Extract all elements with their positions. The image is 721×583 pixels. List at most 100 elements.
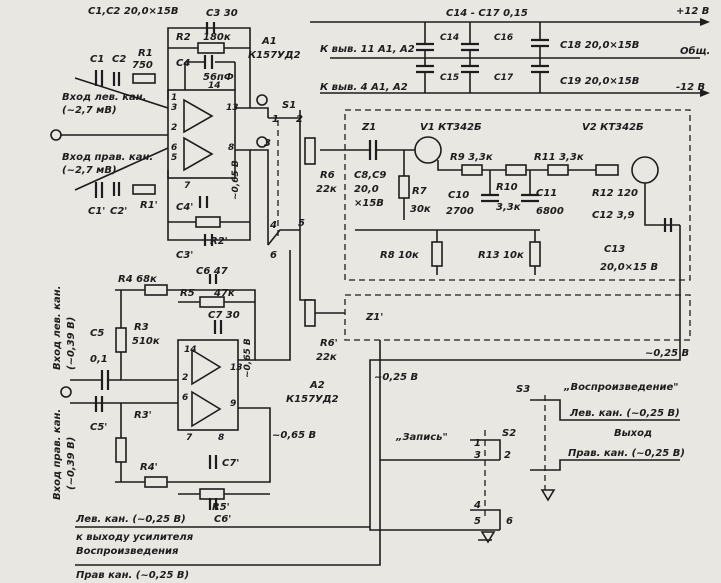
label-c5p: С5' (90, 422, 107, 433)
label-r3: R3 (134, 322, 149, 333)
a1-body (167, 89, 236, 179)
s1-wires (250, 107, 269, 245)
a1-bottom-feedback (167, 149, 251, 241)
label-c6p: С6' (214, 514, 231, 525)
r1-resistor (132, 73, 156, 84)
label-s1: S1 (282, 100, 296, 111)
r6p-resistor (304, 299, 316, 327)
sw-s1-4: 4 (269, 220, 277, 231)
c6-capacitor (208, 274, 218, 284)
in-right-wire (74, 147, 169, 191)
pin-a1-8: 8 (228, 143, 234, 153)
rail-arrow-bottom (700, 89, 710, 97)
rail-arrow-top (700, 18, 710, 26)
label-bottom-1: Лев. кан. (~0,25 В) (75, 514, 186, 525)
pin-a1-6: 6 (171, 143, 177, 153)
label-c1: С1 (90, 54, 104, 65)
pin-a1-3: 3 (171, 103, 177, 113)
bottom-line-right (75, 460, 381, 566)
shunt-wires (489, 170, 531, 195)
label-c6: С6 47 (196, 266, 228, 277)
pin-a1-7: 7 (184, 181, 191, 191)
sw-s1-2: 2 (296, 114, 303, 125)
label-out-right: Прав. кан. (~0,25 В) (568, 448, 685, 459)
r5p-resistor (199, 488, 225, 500)
c6p-capacitor (208, 498, 218, 510)
label-c4-val: 56пФ (203, 72, 234, 83)
label-c17: С17 (494, 73, 514, 83)
sw-s1-5: 5 (298, 218, 305, 229)
sw-s2-5: 5 (474, 516, 481, 527)
a2-amp-bottom (191, 390, 222, 428)
input-jack-1-icon (50, 129, 62, 141)
c3-capacitor (205, 22, 216, 34)
label-in-right-1: Вход прав. кан. (62, 152, 153, 163)
c5-capacitor (100, 370, 110, 390)
label-in-l2-2: (~0,39 В) (66, 317, 77, 370)
label-v1: V1 КТ342Б (420, 122, 482, 133)
label-c11-val: 6800 (536, 206, 564, 217)
label-in-right-2: (~2,7 мВ) (62, 165, 117, 176)
c10-c11-capacitors (481, 193, 539, 203)
label-r10: R10 (496, 182, 518, 193)
label-c4: С4 (176, 58, 190, 69)
r12-resistor (595, 164, 619, 176)
s2-arrow (480, 531, 496, 544)
c4-wire (184, 61, 236, 90)
label-c15: С15 (440, 73, 459, 83)
label-c3p: С3' (176, 250, 193, 261)
label-z1: Z1 (361, 122, 376, 133)
r6-resistor (304, 137, 316, 165)
label-r2-val: 180к (203, 32, 231, 43)
label-r7-val: 30к (410, 204, 431, 215)
label-common: Общ. (680, 45, 710, 57)
label-plus12: +12 В (676, 6, 709, 17)
sw-s2-3: 3 (474, 450, 481, 461)
label-c12: С12 3,9 (592, 210, 634, 221)
label-to-pin4: К выв. 4 А1, А2 (320, 82, 408, 93)
label-z1p: Z1' (365, 312, 383, 323)
pin-a1-13: 13 (226, 103, 239, 113)
r9-resistor (461, 164, 483, 176)
label-s3: S3 (516, 384, 530, 395)
s1-contact-top (268, 110, 301, 119)
label-v2: V2 КТ342Б (582, 122, 644, 133)
label-c1c2-top: С1,С2 20,0×15В (88, 6, 178, 17)
label-s2-name: „Запись" (395, 432, 448, 443)
r3p-resistor (115, 437, 127, 463)
sw-s1-3: 3 (264, 138, 271, 149)
label-r1p: R1' (140, 200, 158, 211)
r8-resistor (431, 241, 443, 267)
in-left-wire (74, 77, 169, 109)
sw-s1-1: 1 (272, 114, 279, 125)
jack-3-icon (256, 136, 268, 148)
label-r3-val: 510к (132, 336, 160, 347)
label-c4p: С4' (176, 202, 193, 213)
label-r7: R7 (412, 186, 427, 197)
label-c10-val: 2700 (446, 206, 474, 217)
r7-resistor (398, 175, 410, 199)
c5p-capacitor (94, 396, 104, 412)
r11-resistor (547, 164, 569, 176)
label-in-r2-2: (~0,39 В) (66, 437, 77, 490)
label-r8: R8 10к (380, 250, 419, 261)
z1p-block (344, 294, 691, 341)
v2-transistor (631, 156, 659, 184)
c16-c17-capacitors (461, 42, 479, 74)
r4p-resistor (144, 476, 168, 488)
label-c10: С10 (448, 190, 469, 201)
c7p-capacitor (208, 455, 218, 469)
label-c2: С2 (112, 54, 126, 65)
label-r5: R5 (180, 288, 195, 299)
label-c16: С16 (494, 33, 513, 43)
label-c2p: С2' (110, 206, 127, 217)
jack-2-icon (256, 94, 268, 106)
label-a1-type: К157УД2 (248, 50, 301, 61)
a2-bottom-feedback (115, 407, 271, 483)
c13-capacitor (663, 218, 673, 232)
label-c7: С7 30 (208, 310, 240, 321)
to-s3-wire (369, 340, 681, 531)
label-bottom-3: Воспроизведения (76, 546, 179, 557)
label-r5p: R5' (212, 502, 230, 513)
a1-feedback-wire (167, 27, 251, 109)
